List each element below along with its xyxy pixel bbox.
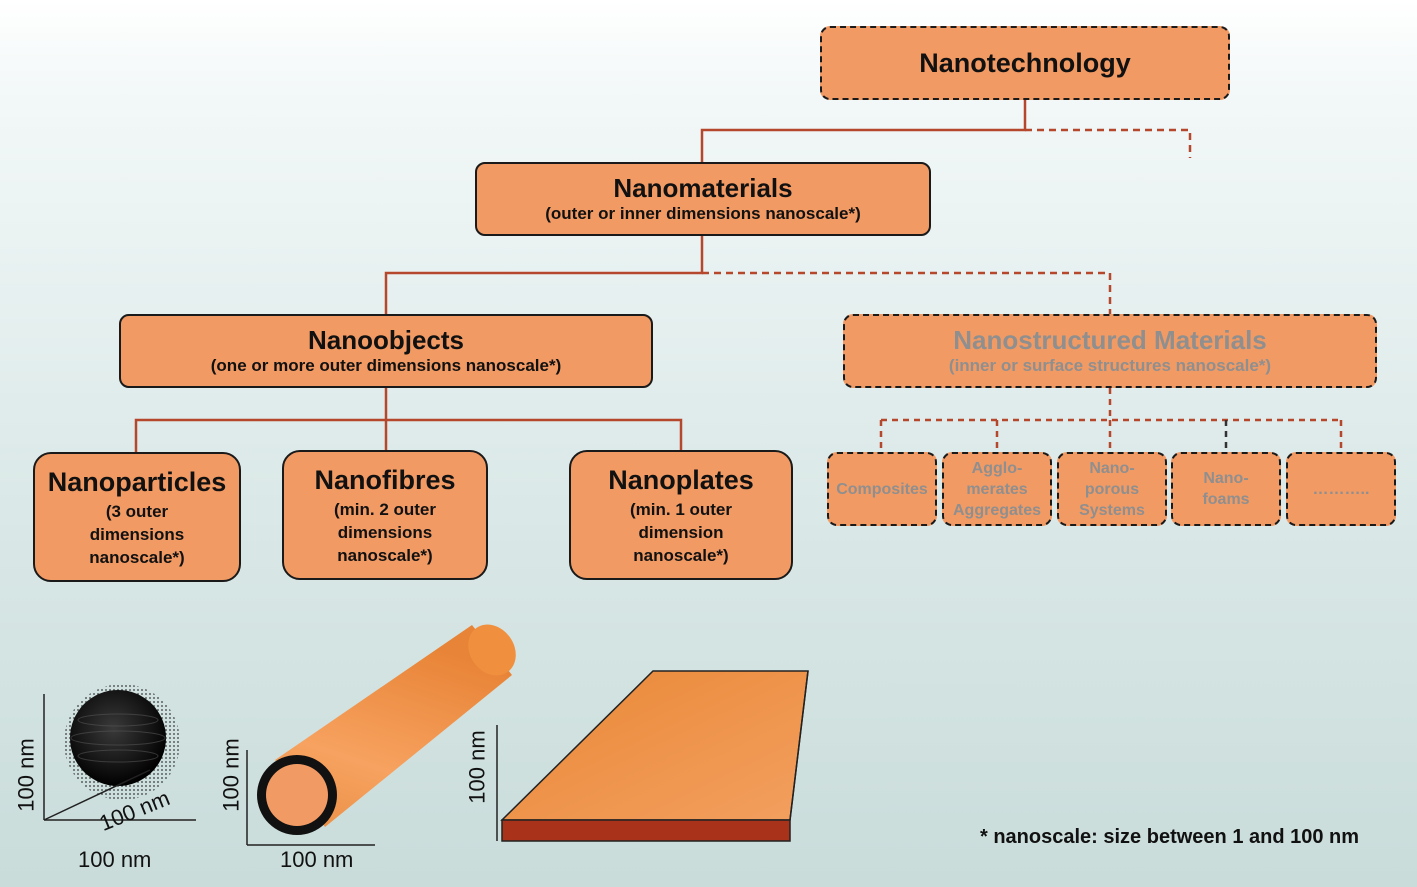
- nanofibres-subtitle: (min. 2 outer dimensions nanoscale*): [333, 499, 436, 565]
- plate-top: [500, 670, 809, 821]
- footnote: * nanoscale: size between 1 and 100 nm: [980, 826, 1360, 848]
- nanoporous-label: Nano- porous Systems: [1079, 459, 1145, 519]
- fibre-vertical-label: 100 nm: [218, 738, 244, 812]
- nanoporous-box: Nano- porous Systems: [1057, 452, 1167, 526]
- nanoobjects-box: Nanoobjects (one or more outer dimension…: [119, 314, 653, 388]
- nanofibres-box: Nanofibres (min. 2 outer dimensions nano…: [282, 450, 488, 580]
- nanomaterials-title: Nanomaterials: [613, 173, 793, 203]
- nanomaterials-box: Nanomaterials (outer or inner dimensions…: [475, 162, 931, 236]
- nanoplate-illustration: [496, 670, 809, 842]
- nanoplates-subtitle: (min. 1 outer dimension nanoscale*): [629, 499, 732, 565]
- agglomerates-label: Agglo- merates Aggregates: [952, 459, 1042, 519]
- more-types-box: ………..: [1286, 452, 1396, 526]
- nanomaterials-subtitle: (outer or inner dimensions nanoscale*): [545, 204, 861, 223]
- plate-edge: [501, 819, 791, 842]
- nanostructured-title: Nanostructured Materials: [953, 325, 1267, 355]
- nanofibres-title: Nanofibres: [314, 464, 456, 495]
- more-types-label: ………..: [1312, 480, 1370, 498]
- plate-edge-side: [789, 670, 809, 821]
- fibre-inner: [266, 764, 328, 826]
- connector-nanoplates: [386, 418, 683, 450]
- connector-root-nanomaterials: [700, 100, 1027, 162]
- nanoobjects-subtitle: (one or more outer dimensions nanoscale*…: [210, 356, 562, 375]
- nanoobjects-title: Nanoobjects: [307, 325, 465, 355]
- nanoplates-title: Nanoplates: [608, 464, 754, 495]
- nanoparticles-title: Nanoparticles: [47, 466, 227, 497]
- nanofibre-illustration: [246, 624, 516, 846]
- nanoparticles-subtitle: (3 outer dimensions nanoscale*): [89, 501, 185, 567]
- nanofoams-label: Nano- foams: [1202, 470, 1250, 508]
- connector-nanomaterials-nanoobjects: [384, 236, 704, 314]
- nanoparticle-sphere: [70, 690, 166, 786]
- composites-label: Composites: [836, 480, 928, 498]
- particle-axis-diagonal: [43, 769, 151, 821]
- nanoplates-box: Nanoplates (min. 1 outer dimension nanos…: [569, 450, 793, 580]
- connector-nanomaterials-nanostructured: [702, 271, 1112, 314]
- nanoparticles-box: Nanoparticles (3 outer dimensions nanosc…: [33, 452, 241, 582]
- composites-box: Composites: [827, 452, 937, 526]
- particle-vertical-label: 100 nm: [13, 738, 39, 812]
- fibre-horizontal-label: 100 nm: [280, 847, 354, 872]
- nanoparticle-illustration: [43, 684, 196, 821]
- fibre-body: [275, 625, 512, 827]
- connector-root-other: [1025, 128, 1192, 158]
- nanofoams-box: Nano- foams: [1171, 452, 1281, 526]
- particle-horizontal-label: 100 nm: [78, 847, 152, 872]
- connector-nanoobjects-types: [134, 388, 388, 452]
- nanostructured-materials-box: Nanostructured Materials (inner or surfa…: [843, 314, 1377, 388]
- agglomerates-box: Agglo- merates Aggregates: [942, 452, 1052, 526]
- plate-vertical-label: 100 nm: [464, 730, 490, 804]
- nanotechnology-box: Nanotechnology: [820, 26, 1230, 100]
- nanotechnology-title: Nanotechnology: [919, 47, 1131, 78]
- nanostructured-subtitle: (inner or surface structures nanoscale*): [948, 356, 1272, 375]
- fibre-end-far: [468, 624, 516, 676]
